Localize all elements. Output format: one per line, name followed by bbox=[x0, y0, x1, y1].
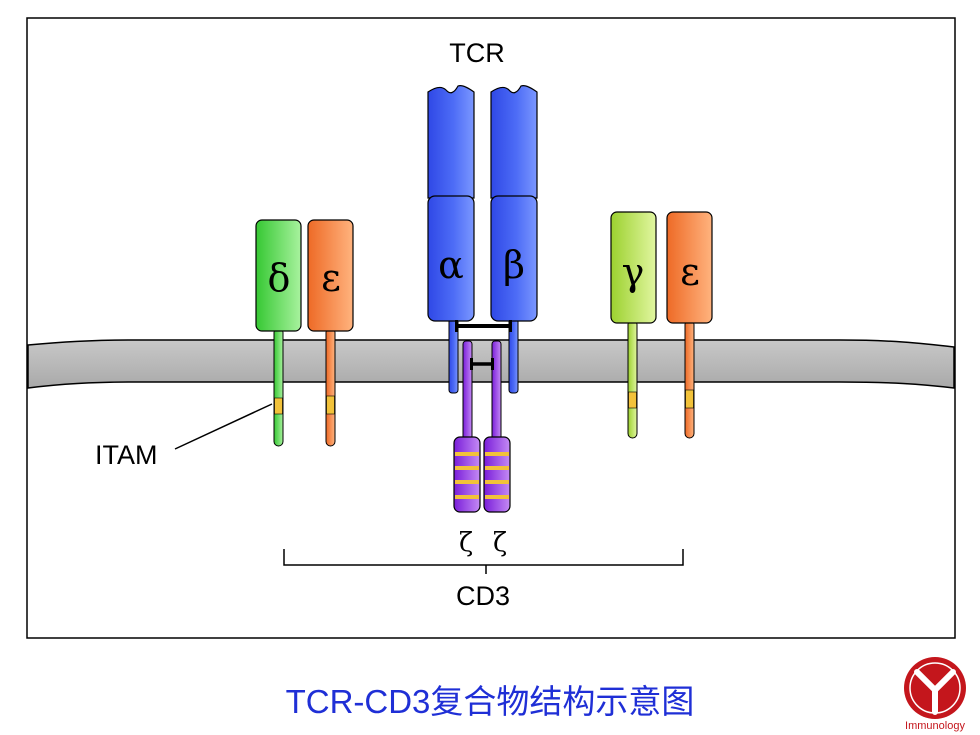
cd3-label: CD3 bbox=[456, 581, 510, 611]
delta-itam bbox=[274, 397, 283, 415]
alpha-constant-domain bbox=[427, 195, 475, 322]
delta-chain: δ bbox=[255, 219, 302, 447]
alpha-label: α bbox=[438, 243, 464, 287]
zeta-right-label: ζ bbox=[493, 528, 507, 558]
delta-domain bbox=[255, 219, 302, 332]
epsilon-right-domain bbox=[666, 211, 713, 324]
zeta-left-label: ζ bbox=[459, 528, 473, 558]
epsilon-right-tail bbox=[684, 319, 695, 439]
epsilon-right-label: ε bbox=[680, 250, 700, 294]
tcr-label: TCR bbox=[449, 38, 505, 68]
zeta-left-stalk bbox=[462, 340, 473, 442]
zeta-left-itam-4 bbox=[455, 495, 479, 499]
zeta-left-itam-3 bbox=[455, 480, 479, 484]
disulfide-bond-tcr bbox=[455, 320, 512, 332]
epsilon-left-domain bbox=[307, 219, 354, 332]
zeta-right-itam-4 bbox=[485, 495, 509, 499]
gamma-itam bbox=[628, 391, 637, 409]
epsilon-right-itam bbox=[685, 389, 694, 409]
epsilon-right-chain: ε bbox=[666, 211, 713, 439]
gamma-label: γ bbox=[622, 250, 645, 294]
alpha-variable-domain bbox=[427, 85, 475, 199]
zeta-left-itam-1 bbox=[455, 452, 479, 456]
gamma-domain bbox=[610, 211, 657, 324]
zeta-right-stalk bbox=[491, 340, 502, 442]
logo-text: Immunology bbox=[905, 720, 965, 732]
epsilon-left-tail bbox=[325, 327, 336, 447]
immunology-logo: Immunology bbox=[904, 657, 966, 732]
gamma-tail bbox=[627, 319, 638, 439]
zeta-right-itam-2 bbox=[485, 466, 509, 470]
beta-label: β bbox=[503, 243, 525, 287]
zeta-left-chain bbox=[453, 340, 481, 513]
epsilon-left-itam bbox=[326, 395, 335, 415]
zeta-left-domain bbox=[453, 436, 481, 513]
itam-pointer-line bbox=[174, 403, 273, 450]
epsilon-left-label: ε bbox=[321, 256, 341, 300]
epsilon-left-chain: ε bbox=[307, 219, 354, 447]
gamma-chain: γ bbox=[610, 211, 657, 439]
beta-variable-domain bbox=[490, 85, 538, 199]
disulfide-bond-zeta bbox=[470, 358, 494, 370]
delta-tail bbox=[273, 327, 284, 447]
zeta-right-domain bbox=[483, 436, 511, 513]
beta-constant-domain bbox=[490, 195, 538, 322]
itam-label: ITAM bbox=[95, 440, 158, 470]
delta-label: δ bbox=[268, 256, 291, 300]
cd3-bracket bbox=[283, 549, 684, 574]
antibody-icon bbox=[914, 669, 956, 715]
zeta-left-itam-2 bbox=[455, 466, 479, 470]
tcr-alpha-chain: α bbox=[427, 85, 475, 394]
tcr-beta-chain: β bbox=[490, 85, 538, 394]
zeta-right-itam-1 bbox=[485, 452, 509, 456]
zeta-right-chain bbox=[483, 340, 511, 513]
zeta-right-itam-3 bbox=[485, 480, 509, 484]
diagram-caption: TCR-CD3复合物结构示意图 bbox=[285, 683, 695, 720]
